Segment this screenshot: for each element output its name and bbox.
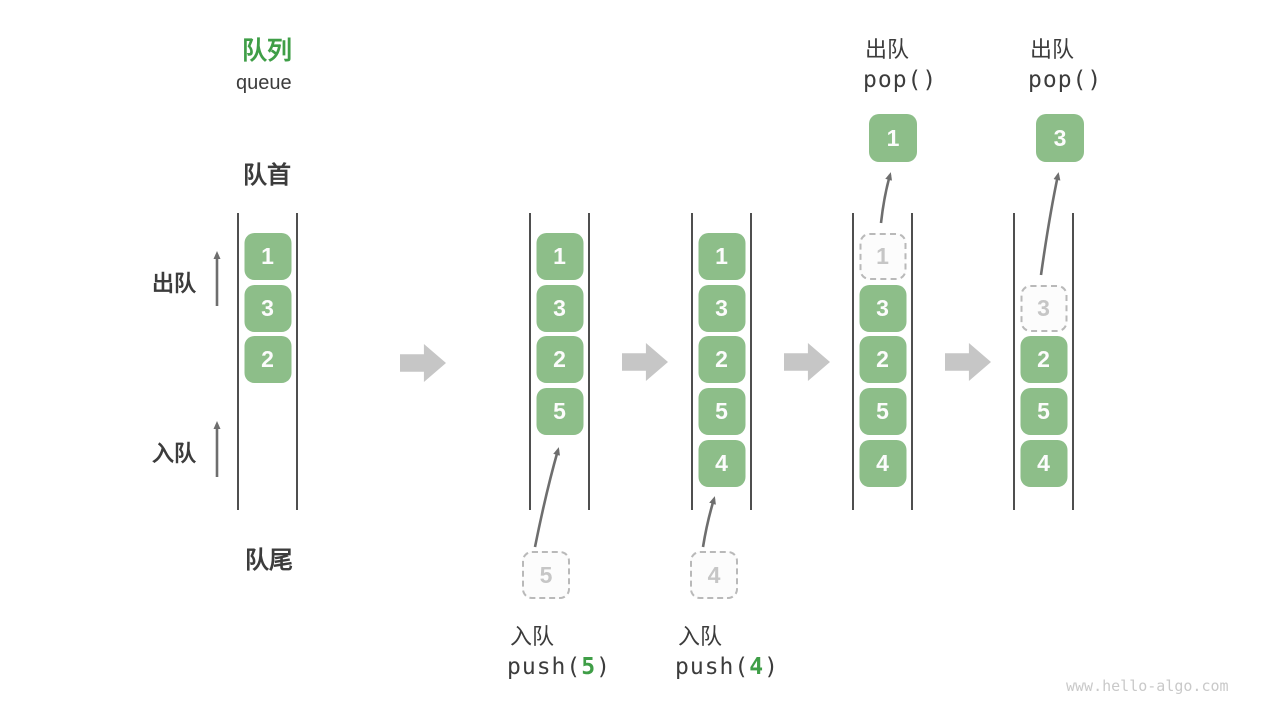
queue-element: 3 (698, 285, 745, 332)
queue-element-ghost: 3 (1020, 285, 1067, 332)
popped-element: 3 (1036, 114, 1084, 162)
queue-element: 3 (859, 285, 906, 332)
queue-element: 3 (244, 285, 291, 332)
popped-element: 1 (869, 114, 917, 162)
queue-element: 5 (698, 388, 745, 435)
queue-element: 4 (698, 440, 745, 487)
push-action-label: 入队 (510, 624, 555, 649)
queue-element: 1 (698, 233, 745, 280)
push-code-prefix: push( (675, 654, 750, 680)
queue-element: 5 (1020, 388, 1067, 435)
queue-element: 2 (244, 336, 291, 383)
step-arrow-icon (945, 343, 991, 381)
push-ghost-element: 5 (522, 551, 570, 599)
queue-element: 2 (536, 336, 583, 383)
queue-element: 1 (244, 233, 291, 280)
pop-action-label: 出队 (1030, 37, 1075, 62)
pop-code-label: pop() (863, 67, 938, 93)
queue-element: 3 (536, 285, 583, 332)
watermark: www.hello-algo.com (1066, 677, 1229, 695)
pop-code-label: pop() (1028, 67, 1103, 93)
queue-element-ghost: 1 (859, 233, 906, 280)
push-ghost-element: 4 (690, 551, 738, 599)
step-arrow-icon (622, 343, 668, 381)
queue-element: 5 (536, 388, 583, 435)
push-code-suffix: ) (596, 654, 611, 680)
push-code-prefix: push( (507, 654, 582, 680)
push-code-label: push(4) (675, 654, 779, 680)
queue-element: 2 (859, 336, 906, 383)
push-code-label: push(5) (507, 654, 611, 680)
queue-element: 4 (1020, 440, 1067, 487)
page-title: 队列 (242, 37, 293, 65)
queue-element: 1 (536, 233, 583, 280)
push-action-label: 入队 (678, 624, 723, 649)
enqueue-side-label: 入队 (152, 441, 197, 466)
queue-front-label: 队首 (243, 162, 291, 189)
push-code-arg: 4 (749, 654, 765, 680)
pop-action-label: 出队 (865, 37, 910, 62)
queue-element: 4 (859, 440, 906, 487)
push-code-suffix: ) (764, 654, 779, 680)
queue-element: 2 (1020, 336, 1067, 383)
queue-element: 5 (859, 388, 906, 435)
page-subtitle: queue (236, 72, 292, 94)
queue-rear-label: 队尾 (245, 547, 293, 574)
step-arrow-icon (400, 344, 446, 382)
queue-element: 2 (698, 336, 745, 383)
push-code-arg: 5 (581, 654, 597, 680)
dequeue-side-label: 出队 (152, 271, 197, 296)
step-arrow-icon (784, 343, 830, 381)
